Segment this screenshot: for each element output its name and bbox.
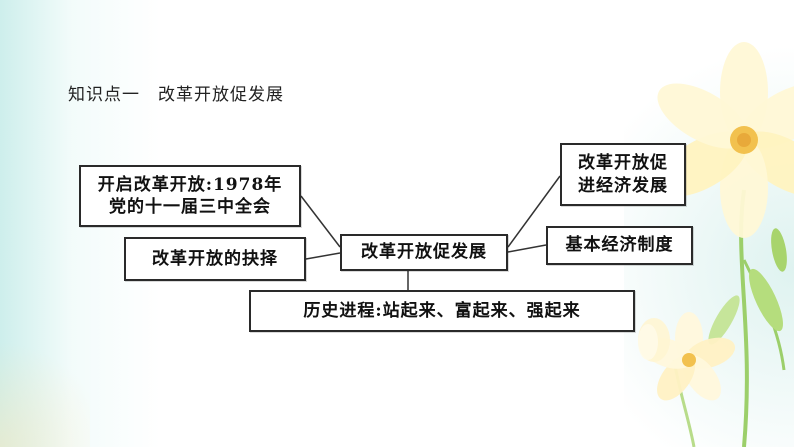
section-heading: 知识点一改革开放促发展 bbox=[68, 80, 284, 105]
node-historical-process: 历史进程:站起来、富起来、强起来 bbox=[249, 290, 635, 332]
node-reform-choice: 改革开放的抉择 bbox=[124, 237, 306, 281]
node-reform-choice-label: 改革开放的抉择 bbox=[152, 248, 278, 269]
connector-left-top bbox=[300, 195, 341, 248]
node-start-reform: 开启改革开放:1978年 党的十一届三中全会 bbox=[79, 165, 301, 227]
flower-decoration bbox=[638, 42, 794, 447]
node-economic-development-line1: 改革开放促 bbox=[578, 153, 668, 174]
heading-title: 改革开放促发展 bbox=[158, 85, 284, 105]
node-center-label: 改革开放促发展 bbox=[361, 242, 487, 263]
node-start-reform-line1: 开启改革开放:1978年 bbox=[97, 174, 283, 195]
connector-right-top bbox=[507, 175, 561, 248]
heading-label: 知识点一 bbox=[68, 85, 140, 105]
node-start-reform-line2: 党的十一届三中全会 bbox=[109, 197, 271, 217]
node-economic-development: 改革开放促 进经济发展 bbox=[560, 143, 686, 206]
background-left-bottom-glow bbox=[0, 327, 90, 447]
node-basic-economic-system: 基本经济制度 bbox=[546, 226, 693, 265]
connector-right-bottom bbox=[507, 244, 547, 253]
connector-left-bottom bbox=[305, 252, 341, 260]
node-historical-process-label: 历史进程:站起来、富起来、强起来 bbox=[303, 300, 581, 321]
node-economic-development-line2: 进经济发展 bbox=[578, 175, 668, 196]
node-center: 改革开放促发展 bbox=[340, 234, 508, 271]
node-basic-economic-system-label: 基本经济制度 bbox=[565, 235, 674, 256]
